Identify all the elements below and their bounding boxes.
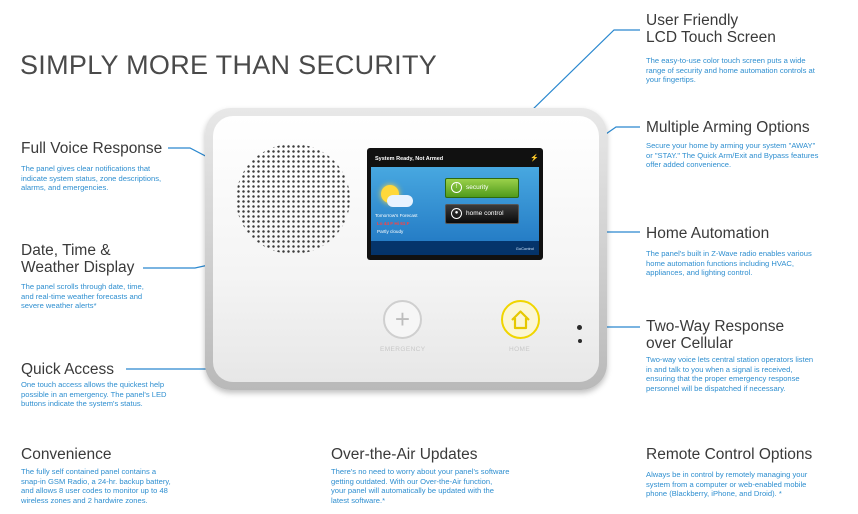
desc-line: buttons indicate the system's status.: [21, 399, 143, 409]
feature-convenience-title: Convenience: [21, 446, 112, 463]
speaker-grille: [236, 144, 350, 254]
desc-line: appliances, and lighting control.: [646, 268, 753, 278]
shield-icon: !: [451, 181, 462, 193]
cloud-icon: [387, 195, 413, 207]
feature-two-way-title-line1: Two-Way Response: [646, 318, 785, 335]
feature-remote-desc: Always be in control by remotely managin…: [646, 470, 807, 499]
screen-status-bar: System Ready, Not Armed: [371, 151, 539, 167]
feature-quick-desc: One touch access allows the quickest hel…: [21, 380, 167, 409]
feature-lcd-title: User Friendly LCD Touch Screen: [646, 12, 776, 46]
desc-line: possible in an emergency. The panel's LE…: [21, 389, 167, 399]
desc-line: your fingertips.: [646, 75, 696, 85]
desc-line: One touch access allows the quickest hel…: [21, 380, 165, 389]
feature-two-way-title: Two-Way Response over Cellular: [646, 318, 784, 352]
feature-automation-desc: The panel's built in Z-Wave radio enable…: [646, 249, 812, 278]
feature-ota-title: Over-the-Air Updates: [331, 446, 478, 463]
house-icon: [511, 310, 530, 330]
emergency-button[interactable]: +: [383, 300, 422, 339]
desc-line: The panel gives clear notifications that: [21, 164, 151, 173]
desc-line: phone (Blackberry, iPhone, and Droid). *: [646, 489, 782, 499]
feature-two-way-title-line2: over Cellular: [646, 335, 734, 352]
desc-line: Two-way voice lets central station opera…: [646, 355, 814, 364]
desc-line: Always be in control by remotely managin…: [646, 470, 808, 479]
desc-line: The panel's built in Z-Wave radio enable…: [646, 249, 812, 258]
feature-convenience-desc: The fully self contained panel contains …: [21, 467, 171, 505]
desc-line: getting outdated. With our Over-the-Air …: [331, 476, 493, 486]
feature-lcd-title-line1: User Friendly: [646, 12, 739, 29]
feature-ota-desc: There's no need to worry about your pane…: [331, 467, 510, 505]
desc-line: or "STAY." The Quick Arm/Exit and Bypass…: [646, 150, 819, 160]
screen-footer-bar: [371, 241, 539, 255]
desc-line: ensuring that the proper emergency respo…: [646, 374, 800, 384]
desc-line: indicate system status, zone description…: [21, 173, 162, 183]
feature-automation-title: Home Automation: [646, 225, 770, 242]
desc-line: offer added convenience.: [646, 160, 732, 170]
desc-line: The fully self contained panel contains …: [21, 467, 157, 476]
feature-lcd-title-line2: LCD Touch Screen: [646, 29, 776, 46]
desc-line: personnel will be dispatched if necessar…: [646, 383, 786, 393]
desc-line: wireless zones and 2 hardwire zones.: [21, 495, 148, 505]
desc-line: latest software.*: [331, 495, 386, 505]
desc-line: system from a computer or web-enabled mo…: [646, 479, 807, 489]
desc-line: alarms, and emergencies.: [21, 183, 109, 193]
forecast-title: Tomorrow's Forecast: [375, 213, 418, 218]
feature-lcd-desc: The easy-to-use color touch screen puts …: [646, 56, 815, 85]
feature-datetime-title: Date, Time & Weather Display: [21, 242, 134, 276]
feature-voice-title: Full Voice Response: [21, 140, 163, 157]
home-control-button[interactable]: ● home control: [445, 204, 519, 224]
desc-line: severe weather alerts*: [21, 301, 97, 311]
desc-line: your panel will automatically be updated…: [331, 486, 494, 496]
feature-voice-desc: The panel gives clear notifications that…: [21, 164, 161, 193]
security-button[interactable]: ! security: [445, 178, 519, 198]
plus-icon: +: [394, 304, 411, 334]
feature-datetime-title-line1: Date, Time &: [21, 242, 111, 259]
desc-line: The panel scrolls through date, time,: [21, 282, 144, 291]
feature-remote-title: Remote Control Options: [646, 446, 813, 463]
feature-arming-desc: Secure your home by arming your system "…: [646, 141, 818, 170]
forecast-desc: Partly cloudy: [377, 229, 404, 234]
brand-logo: GoControl: [515, 246, 534, 251]
home-button[interactable]: [501, 300, 540, 339]
power-plug-icon: ⚡: [530, 155, 539, 162]
feature-quick-title: Quick Access: [21, 361, 115, 378]
lcd-screen: System Ready, Not Armed ⚡ Tomorrow's For…: [371, 151, 539, 255]
feature-datetime-title-line2: Weather Display: [21, 259, 135, 276]
security-button-label: security: [466, 184, 489, 191]
page-title: SIMPLY MORE THAN SECURITY: [20, 50, 438, 80]
forecast-temp: Lo 44 F Hi 61 F: [377, 221, 410, 226]
status-led: [578, 339, 582, 343]
status-led-green: [577, 325, 582, 330]
desc-line: in and talk to you when a signal is rece…: [646, 364, 793, 374]
desc-line: home automation functions including HVAC…: [646, 258, 795, 268]
feature-datetime-desc: The panel scrolls through date, time, an…: [21, 282, 144, 311]
home-label: HOME: [509, 346, 531, 353]
home-control-icon: ●: [451, 207, 462, 219]
desc-line: The easy-to-use color touch screen puts …: [646, 56, 806, 65]
emergency-label: EMERGENCY: [380, 346, 426, 353]
desc-line: Secure your home by arming your system "…: [646, 141, 816, 150]
desc-line: range of security and home automation co…: [646, 65, 815, 75]
screen-status-text: System Ready, Not Armed: [375, 156, 444, 162]
feature-two-way-desc: Two-way voice lets central station opera…: [646, 355, 813, 393]
desc-line: and allows 8 user codes to monitor up to…: [21, 486, 168, 496]
desc-line: and real-time weather forecasts and: [21, 291, 143, 301]
desc-line: There's no need to worry about your pane…: [331, 467, 510, 476]
desc-line: snap-in GSM Radio, a 24-hr. backup batte…: [21, 476, 171, 486]
feature-arming-title: Multiple Arming Options: [646, 119, 810, 136]
home-control-button-label: home control: [466, 210, 504, 217]
